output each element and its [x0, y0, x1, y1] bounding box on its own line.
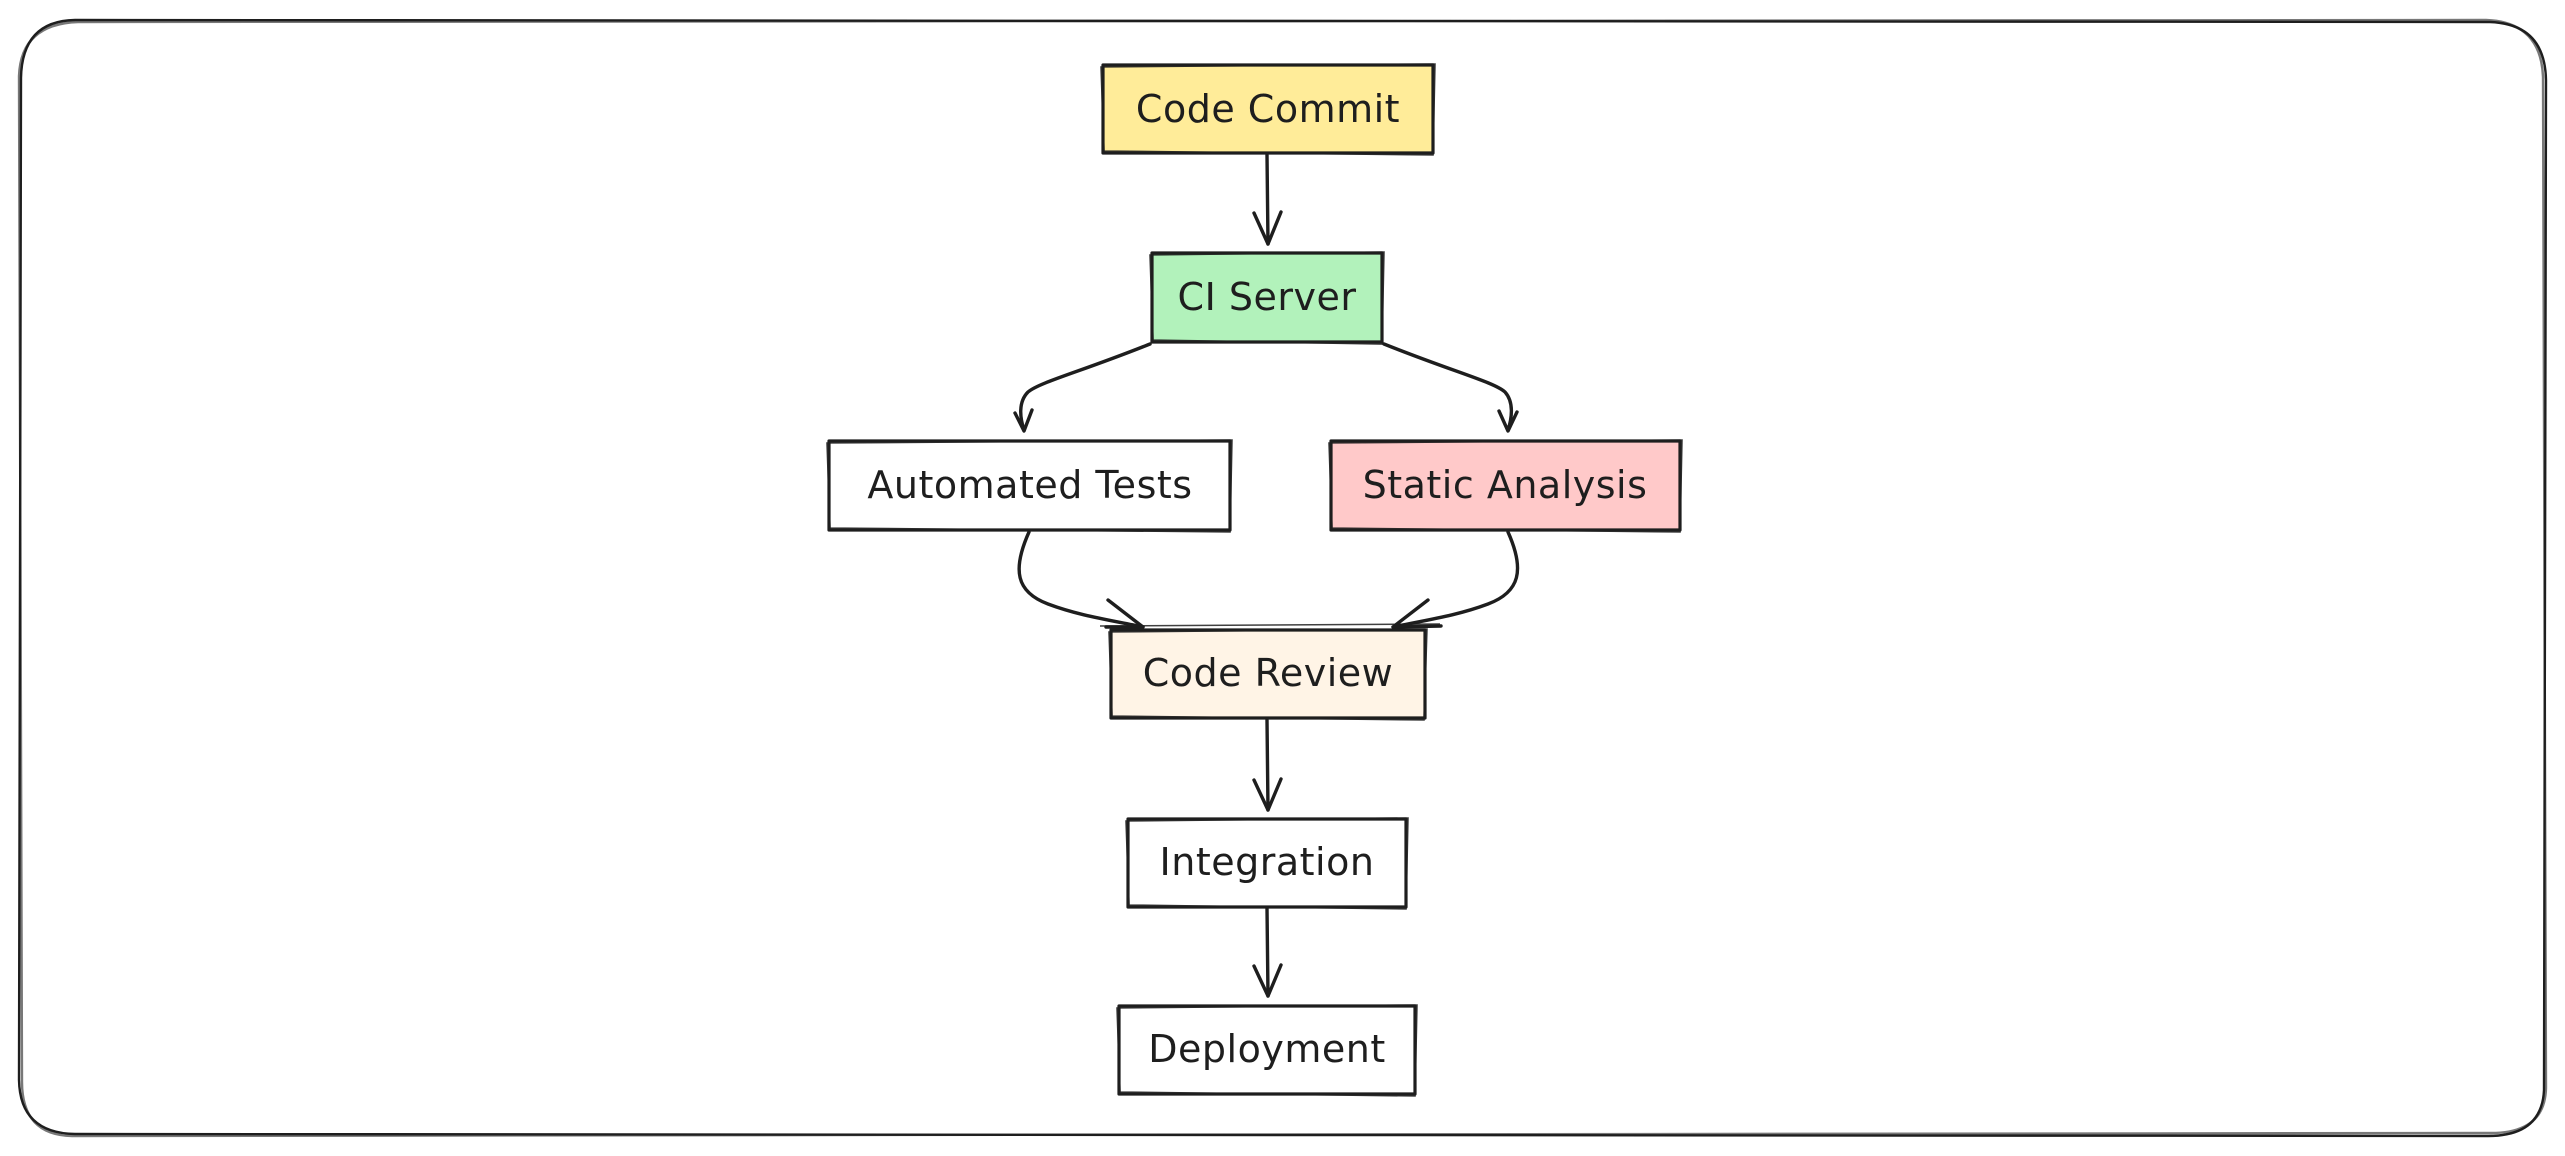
node-deployment-label: Deployment — [1148, 1027, 1385, 1071]
edge-static-analysis-to-code-review — [1391, 530, 1520, 629]
node-deployment-box — [1117, 1004, 1417, 1096]
node-deployment[interactable]: Deployment — [1116, 1004, 1418, 1097]
node-ci-server-label: CI Server — [1178, 275, 1357, 319]
node-code-review-label: Code Review — [1143, 651, 1393, 695]
edge-automated-tests-to-code-review — [1017, 530, 1145, 629]
node-code-review[interactable]: Code Review — [1099, 623, 1441, 721]
node-automated-tests[interactable]: Automated Tests — [826, 439, 1233, 533]
edge-integration-to-deployment — [1252, 906, 1283, 998]
node-static-analysis-label: Static Analysis — [1363, 463, 1648, 507]
edge-code-review-to-integration — [1252, 718, 1283, 812]
diagram-frame — [17, 18, 2548, 1138]
node-static-analysis[interactable]: Static Analysis — [1328, 439, 1683, 533]
node-code-commit[interactable]: Code Commit — [1100, 63, 1436, 156]
node-automated-tests-label: Automated Tests — [867, 463, 1192, 507]
nodes-layer: Code Commit CI Server Automated Tests St… — [826, 63, 1683, 1097]
edge-code-commit-to-ci-server — [1252, 153, 1283, 246]
node-code-commit-label: Code Commit — [1136, 87, 1400, 131]
edges-layer — [1013, 153, 1520, 998]
node-automated-tests-box — [827, 439, 1232, 532]
edge-ci-server-to-automated-tests — [1013, 342, 1152, 433]
edge-ci-server-to-static-analysis — [1382, 342, 1519, 433]
node-integration[interactable]: Integration — [1125, 817, 1409, 910]
node-ci-server[interactable]: CI Server — [1149, 251, 1385, 345]
node-integration-label: Integration — [1160, 840, 1375, 884]
